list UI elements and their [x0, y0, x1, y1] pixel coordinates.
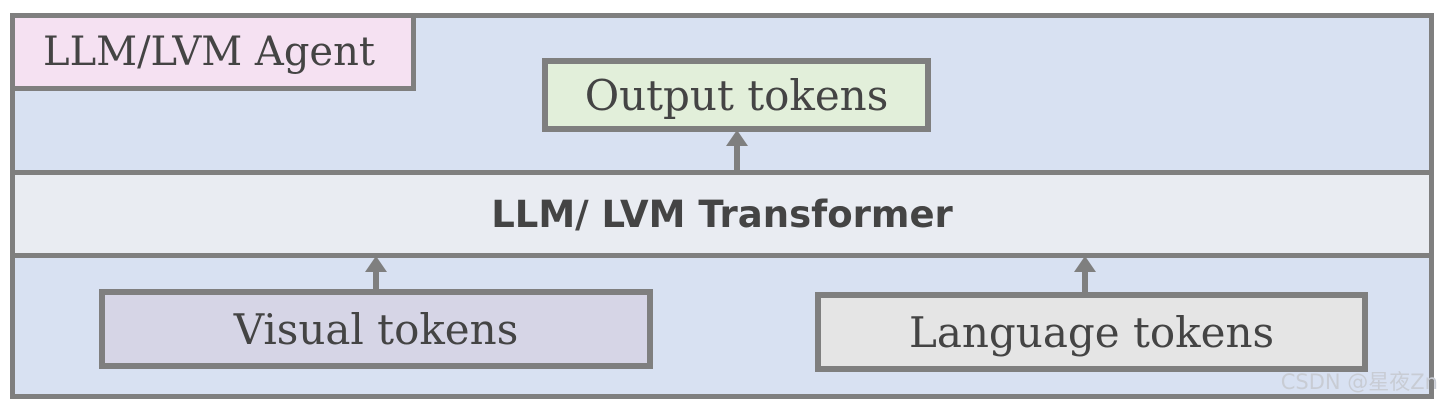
arrow-to-output: [726, 130, 748, 172]
agent-label-text: LLM/LVM Agent: [43, 29, 375, 75]
transformer-bar: LLM/ LVM Transformer: [10, 170, 1434, 258]
language-tokens-label: Language tokens: [908, 307, 1275, 357]
arrow-from-language: [1074, 256, 1096, 294]
watermark: CSDN @星夜Zn: [1280, 370, 1438, 394]
transformer-label: LLM/ LVM Transformer: [491, 192, 953, 236]
arrow-from-visual: [365, 256, 387, 292]
visual-tokens-label: Visual tokens: [233, 304, 519, 354]
output-tokens-label: Output tokens: [584, 70, 889, 120]
language-tokens-box: Language tokens: [815, 292, 1368, 372]
agent-label: LLM/LVM Agent: [10, 13, 416, 91]
output-tokens-box: Output tokens: [542, 58, 931, 132]
visual-tokens-box: Visual tokens: [99, 289, 653, 369]
